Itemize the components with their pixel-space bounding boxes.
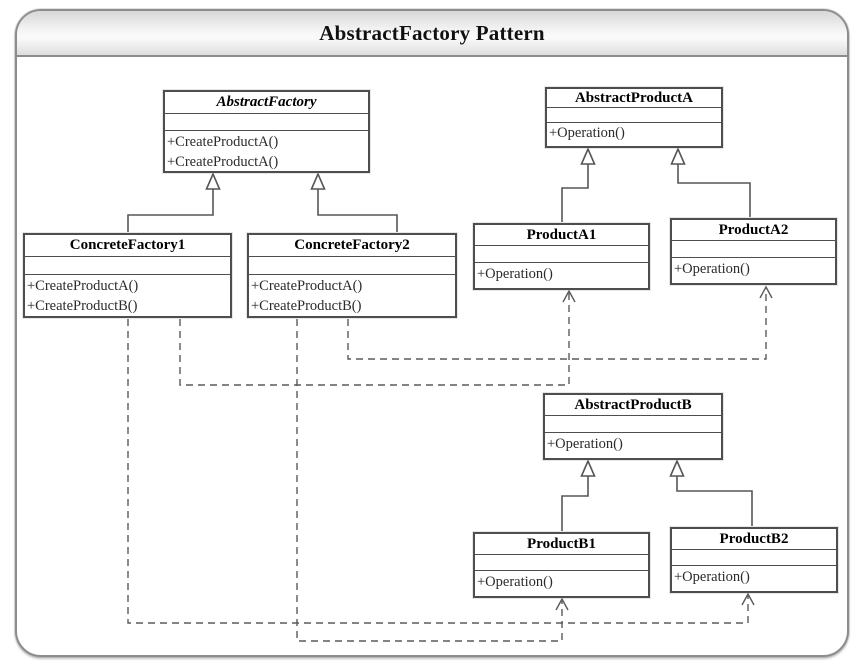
method: +CreateProductA() — [167, 134, 279, 150]
method: +Operation() — [674, 569, 750, 585]
method: +Operation() — [477, 266, 553, 282]
class-concrete-factory-1: ConcreteFactory1 +CreateProductA() +Crea… — [23, 233, 232, 318]
dependency-concretefactory2-producta2 — [347, 285, 773, 360]
generalization-concretefactory1-abstractfactory — [127, 171, 221, 232]
open-arrowhead-icon — [741, 592, 755, 606]
class-attributes — [249, 257, 455, 275]
class-title: ProductA2 — [672, 220, 835, 241]
class-methods: +Operation() — [672, 258, 835, 283]
method: +Operation() — [549, 125, 625, 141]
class-methods: +CreateProductA() +CreateProductB() — [25, 275, 230, 316]
class-concrete-factory-2: ConcreteFactory2 +CreateProductA() +Crea… — [247, 233, 457, 318]
class-title: ProductB2 — [672, 529, 836, 550]
class-attributes — [25, 257, 230, 275]
hollow-triangle-icon — [670, 146, 686, 165]
class-methods: +Operation() — [475, 263, 648, 288]
class-methods: +CreateProductA() +CreateProductA() — [165, 131, 368, 171]
class-attributes — [475, 246, 648, 263]
class-attributes — [545, 416, 721, 433]
generalization-producta2-abstractproducta — [670, 146, 751, 217]
class-title: AbstractFactory — [165, 92, 368, 114]
hollow-triangle-icon — [205, 171, 221, 190]
class-title: AbstractProductB — [545, 395, 721, 416]
class-title: ProductA1 — [475, 225, 648, 246]
open-arrowhead-icon — [555, 597, 569, 611]
dependency-concretefactory2-productb1 — [296, 319, 569, 642]
open-arrowhead-icon — [562, 289, 576, 303]
class-abstract-factory: AbstractFactory +CreateProductA() +Creat… — [163, 90, 370, 173]
class-methods: +Operation() — [547, 123, 721, 146]
class-attributes — [475, 555, 648, 571]
method: +Operation() — [477, 574, 553, 590]
hollow-triangle-icon — [580, 458, 596, 477]
class-product-b1: ProductB1 +Operation() — [473, 532, 650, 598]
class-product-b2: ProductB2 +Operation() — [670, 527, 838, 593]
class-attributes — [672, 550, 836, 566]
method: +CreateProductA() — [167, 154, 279, 170]
method: +CreateProductB() — [251, 298, 362, 314]
class-methods: +CreateProductA() +CreateProductB() — [249, 275, 455, 316]
generalization-productb1-abstractproductb — [561, 458, 596, 531]
class-product-a1: ProductA1 +Operation() — [473, 223, 650, 290]
class-attributes — [547, 108, 721, 123]
method: +CreateProductA() — [251, 278, 363, 294]
diagram-title: AbstractFactory Pattern — [319, 20, 545, 45]
class-attributes — [672, 241, 835, 258]
dependency-concretefactory1-productb2 — [127, 319, 755, 624]
hollow-triangle-icon — [669, 458, 685, 477]
diagram-title-bar: AbstractFactory Pattern — [17, 11, 847, 57]
generalization-concretefactory2-abstractfactory — [310, 171, 398, 232]
dependency-concretefactory1-producta1 — [179, 289, 576, 386]
class-product-a2: ProductA2 +Operation() — [670, 218, 837, 285]
generalization-productb2-abstractproductb — [669, 458, 753, 526]
hollow-triangle-icon — [580, 146, 596, 165]
class-attributes — [165, 114, 368, 131]
class-title: ProductB1 — [475, 534, 648, 555]
class-title: AbstractProductA — [547, 89, 721, 108]
hollow-triangle-icon — [310, 171, 326, 190]
open-arrowhead-icon — [759, 285, 773, 299]
method: +CreateProductA() — [27, 278, 139, 294]
class-abstract-product-a: AbstractProductA +Operation() — [545, 87, 723, 148]
method: +CreateProductB() — [27, 298, 138, 314]
class-methods: +Operation() — [475, 571, 648, 596]
generalization-producta1-abstractproducta — [561, 146, 596, 222]
class-title: ConcreteFactory2 — [249, 235, 455, 257]
class-abstract-product-b: AbstractProductB +Operation() — [543, 393, 723, 460]
class-methods: +Operation() — [672, 566, 836, 591]
method: +Operation() — [674, 261, 750, 277]
class-title: ConcreteFactory1 — [25, 235, 230, 257]
method: +Operation() — [547, 436, 623, 452]
class-methods: +Operation() — [545, 433, 721, 458]
